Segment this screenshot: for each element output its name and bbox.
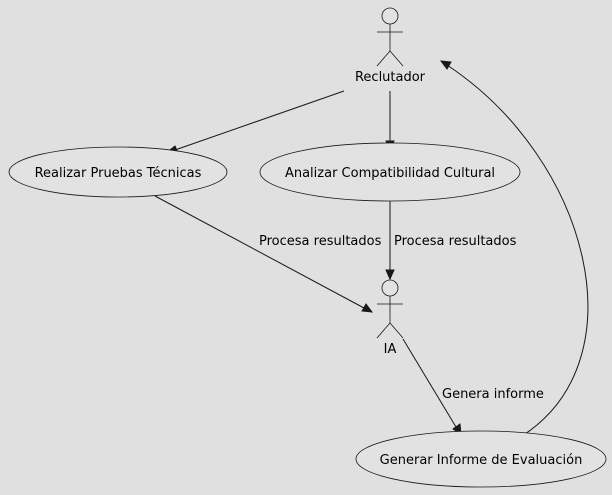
use-case-technical-tests: Realizar Pruebas Técnicas (8, 146, 228, 198)
edge-evaluation-report-to-recruiter-arrowhead (439, 60, 452, 70)
actor-recruiter: Reclutador (355, 7, 426, 85)
edge-technical-tests-to-ai-arrowhead (361, 303, 374, 313)
actor-ai: IA (376, 279, 404, 357)
edge-technical-tests-to-ai (154, 195, 365, 309)
edge-recruiter-to-technical-tests (174, 90, 345, 151)
use-case-cultural-fit: Analizar Compatibilidad Cultural (259, 142, 521, 202)
actor-label-ai: IA (384, 342, 397, 357)
edge-label-tests-to-ai: Procesa resultados (259, 234, 382, 249)
edge-label-cultural-to-ai: Procesa resultados (394, 234, 517, 249)
actor-label-recruiter: Reclutador (355, 70, 426, 85)
edge-evaluation-report-to-recruiter (446, 64, 589, 437)
use-case-evaluation-report: Generar Informe de Evaluación (355, 430, 607, 488)
edge-ai-to-evaluation-report (402, 338, 457, 428)
stick-figure-icon (376, 7, 404, 67)
edge-cultural-fit-to-ai-arrowhead (385, 269, 395, 281)
use-case-label-evaluation-report: Generar Informe de Evaluación (380, 453, 583, 468)
use-case-label-cultural-fit: Analizar Compatibilidad Cultural (285, 166, 495, 181)
use-case-label-technical-tests: Realizar Pruebas Técnicas (35, 166, 202, 181)
edge-label-ai-to-report: Genera informe (442, 387, 544, 402)
stick-figure-icon (376, 279, 404, 339)
